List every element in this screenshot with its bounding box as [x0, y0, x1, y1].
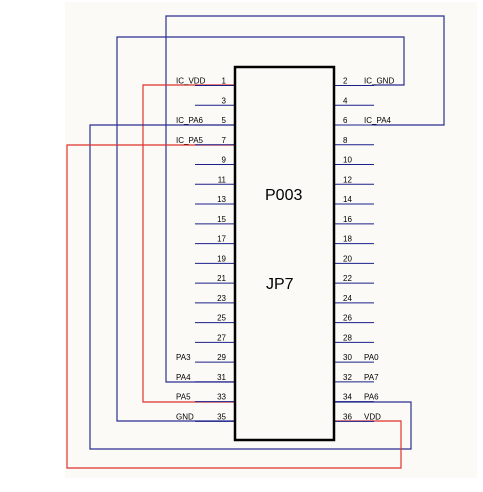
pin-layer: 1IC_VDD35IC_PA67IC_PA5911131517192123252…	[176, 77, 394, 422]
component-name: JP7	[266, 276, 294, 293]
pin-number-21: 21	[217, 274, 226, 283]
net-label-pin-29: PA3	[176, 353, 191, 362]
pin-number-36: 36	[343, 412, 352, 421]
net-label-pin-34: PA6	[364, 393, 379, 402]
pin-number-3: 3	[222, 96, 227, 105]
wire-ic-pa5[interactable]	[66, 144, 402, 469]
pin-number-13: 13	[217, 195, 226, 204]
net-label-pin-31: PA4	[176, 373, 191, 382]
pin-number-10: 10	[343, 156, 352, 165]
net-label-pin-7: IC_PA5	[176, 136, 204, 145]
pin-number-26: 26	[343, 314, 352, 323]
pin-number-32: 32	[343, 373, 352, 382]
wire-ic-pa6[interactable]	[89, 124, 412, 450]
pin-number-31: 31	[217, 373, 226, 382]
pin-number-6: 6	[343, 116, 348, 125]
pin-number-29: 29	[217, 353, 226, 362]
net-label-pin-2: IC_GND	[364, 77, 394, 86]
pin-number-2: 2	[343, 77, 348, 86]
pin-number-9: 9	[222, 156, 227, 165]
pin-number-14: 14	[343, 195, 352, 204]
pin-number-28: 28	[343, 333, 352, 342]
pin-number-17: 17	[217, 235, 226, 244]
wire-layer	[66, 15, 445, 469]
pin-number-24: 24	[343, 294, 352, 303]
component-refdes: P003	[265, 187, 302, 204]
pin-number-4: 4	[343, 96, 348, 105]
pin-number-30: 30	[343, 353, 352, 362]
pin-number-12: 12	[343, 175, 352, 184]
wire-ic-vdd[interactable]	[142, 84, 235, 403]
net-label-pin-5: IC_PA6	[176, 116, 204, 125]
pin-number-23: 23	[217, 294, 226, 303]
pin-number-22: 22	[343, 274, 352, 283]
pin-number-27: 27	[217, 333, 226, 342]
net-label-pin-33: PA5	[176, 393, 191, 402]
pin-number-8: 8	[343, 136, 348, 145]
pin-number-16: 16	[343, 215, 352, 224]
schematic-background	[65, 2, 477, 478]
pin-number-25: 25	[217, 314, 226, 323]
net-label-pin-1: IC_VDD	[176, 77, 206, 86]
pin-number-19: 19	[217, 254, 226, 263]
net-label-pin-32: PA7	[364, 373, 379, 382]
pin-number-15: 15	[217, 215, 226, 224]
net-label-pin-35: GND	[176, 412, 194, 421]
wire-ic-pa4[interactable]	[165, 15, 445, 383]
pin-number-20: 20	[343, 254, 352, 263]
pin-number-1: 1	[222, 77, 227, 86]
net-label-pin-6: IC_PA4	[364, 116, 392, 125]
net-label-pin-36: VDD	[364, 412, 381, 421]
pin-number-11: 11	[218, 175, 227, 184]
pin-number-34: 34	[343, 393, 352, 402]
wire-ic-gnd[interactable]	[116, 36, 405, 422]
pin-number-35: 35	[217, 412, 226, 421]
connector-body[interactable]	[233, 65, 336, 442]
pin-number-18: 18	[343, 235, 352, 244]
pin-number-33: 33	[217, 393, 226, 402]
pin-number-5: 5	[222, 116, 227, 125]
pin-number-7: 7	[222, 136, 227, 145]
net-label-pin-30: PA0	[364, 353, 379, 362]
